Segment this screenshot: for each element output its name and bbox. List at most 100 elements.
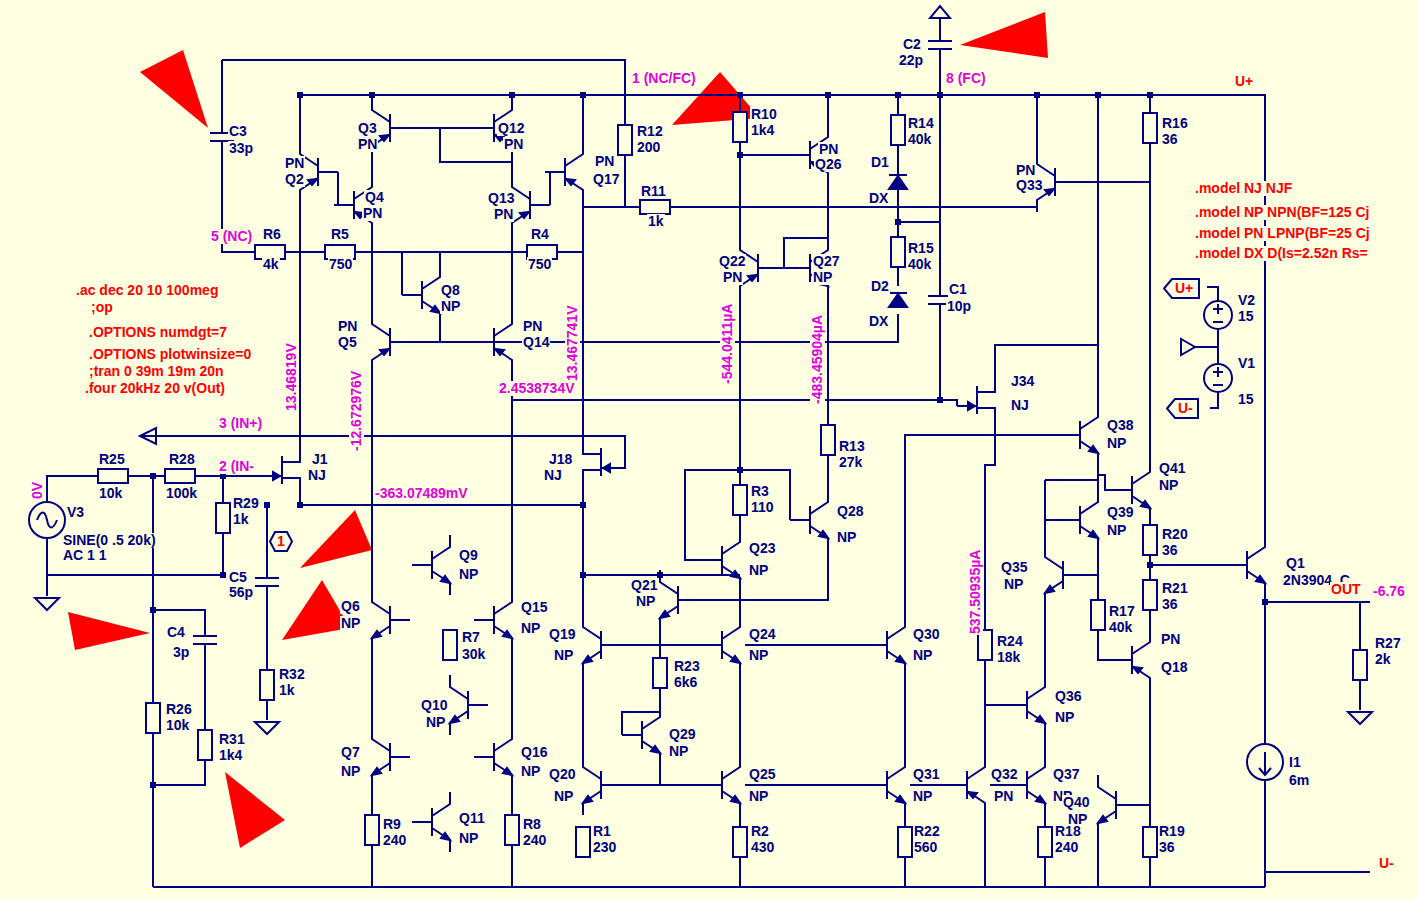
part-label: Q28: [836, 504, 864, 519]
part-label: Q29: [668, 727, 696, 742]
part-label: NP: [748, 648, 769, 663]
part-label: Q15: [520, 600, 548, 615]
part-label: NP: [440, 299, 461, 314]
part-label: 56p: [228, 585, 254, 600]
part-label: R25: [98, 452, 126, 467]
net-label: 8 (FC): [945, 71, 987, 86]
part-label: 6m: [1288, 773, 1310, 788]
part-label: Q32: [990, 767, 1018, 782]
part-label: Q1: [1285, 556, 1306, 571]
net-label: -6.76: [1372, 584, 1406, 599]
directive-text: ;op: [90, 300, 114, 315]
wires: [29, 6, 1372, 887]
port-flag-hexagon: 1: [269, 531, 293, 552]
part-label: PN: [357, 137, 378, 152]
part-label: Q25: [748, 767, 776, 782]
net-label: 3 (IN+): [218, 416, 263, 431]
directive-text: .OPTIONS plotwinsize=0: [88, 347, 252, 362]
part-label: 1k4: [218, 748, 243, 763]
part-label: R24: [996, 634, 1024, 649]
net-label: 537.50935µA: [968, 549, 983, 635]
part-label: C4: [166, 625, 186, 640]
part-label: Q20: [548, 767, 576, 782]
part-label: 230: [592, 840, 617, 855]
net-label: 13.46819V: [284, 342, 299, 412]
part-label: PN: [284, 156, 305, 171]
part-label: NJ: [1010, 398, 1030, 413]
part-label: 36: [1161, 132, 1179, 147]
part-label: NP: [1003, 577, 1024, 592]
part-label: NP: [748, 563, 769, 578]
part-label: PN: [722, 270, 743, 285]
part-label: R11: [640, 184, 667, 199]
directive-text: .model PN LPNP(BF=25 Cj: [1194, 226, 1371, 241]
part-label: DX: [868, 314, 889, 329]
part-label: NP: [635, 594, 656, 609]
part-label: 22p: [898, 53, 924, 68]
part-label: PN: [337, 319, 358, 334]
part-label: NP: [553, 648, 574, 663]
part-label: J1: [311, 452, 329, 467]
part-label: V3: [66, 505, 85, 520]
part-label: PN: [993, 789, 1014, 804]
part-label: 40k: [1108, 620, 1133, 635]
part-label: NP: [458, 567, 479, 582]
part-label: R27: [1374, 636, 1402, 651]
part-label: 1k: [232, 512, 250, 527]
part-label: 27k: [838, 455, 863, 470]
part-label: Q16: [520, 745, 548, 760]
directive-text: U+: [1234, 74, 1254, 89]
part-label: Q6: [340, 599, 361, 614]
part-label: 1k: [278, 683, 296, 698]
part-label: R6: [262, 227, 282, 242]
part-label: 6k6: [673, 675, 698, 690]
part-label: PN: [362, 206, 383, 221]
part-label: Q12: [497, 121, 525, 136]
directive-text: .model NP NPN(BF=125 Cj: [1194, 205, 1370, 220]
part-label: Q41: [1158, 461, 1186, 476]
part-label: NP: [1106, 523, 1127, 538]
directive-text: U-: [1378, 856, 1395, 871]
part-label: PN: [594, 154, 615, 169]
part-label: R5: [330, 227, 350, 242]
part-label: R23: [673, 659, 701, 674]
part-label: 40k: [907, 132, 932, 147]
net-label: -483.45904µA: [810, 314, 825, 405]
part-label: 1k: [647, 214, 665, 229]
part-label: R31: [218, 732, 246, 747]
part-label: Q24: [748, 627, 776, 642]
part-label: 30k: [461, 647, 486, 662]
net-label: 2.4538734V: [498, 381, 576, 396]
part-label: NP: [912, 648, 933, 663]
part-label: Q5: [337, 335, 358, 350]
part-label: 430: [750, 840, 775, 855]
part-label: D1: [870, 155, 890, 170]
part-label: Q21: [630, 578, 658, 593]
part-label: Q10: [420, 698, 448, 713]
part-label: NP: [836, 530, 857, 545]
net-label: 2 (IN-: [218, 459, 255, 474]
part-label: 10k: [98, 486, 123, 501]
part-label: 40k: [907, 257, 932, 272]
part-label: 240: [522, 833, 547, 848]
part-label: 240: [382, 833, 407, 848]
junction-dots: [150, 92, 1268, 788]
part-label: Q37: [1052, 767, 1080, 782]
part-label: Q27: [812, 254, 840, 269]
directive-text: OUT: [1330, 582, 1362, 597]
part-label: Q2: [284, 172, 305, 187]
part-label: 4k: [262, 257, 280, 272]
part-label: NP: [812, 270, 833, 285]
part-label: R32: [278, 667, 306, 682]
part-label: Q9: [458, 548, 479, 563]
part-label: 15: [1237, 309, 1255, 324]
part-label: C2: [902, 37, 922, 52]
part-label: PN: [1160, 632, 1181, 647]
directive-text: .model DX D(Is=2.52n Rs=: [1194, 246, 1369, 261]
part-label: R16: [1161, 116, 1189, 131]
part-label: Q8: [440, 283, 461, 298]
part-label: R13: [838, 439, 866, 454]
part-label: R22: [913, 824, 941, 839]
